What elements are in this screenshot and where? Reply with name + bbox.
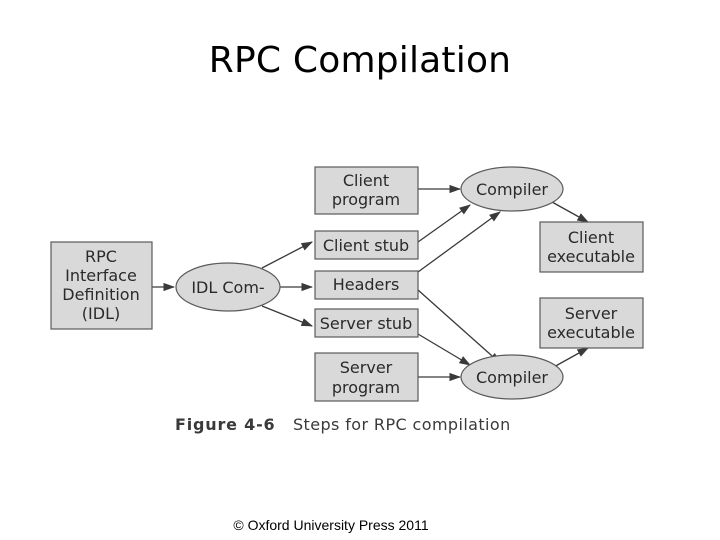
figure-caption: Steps for RPC compilation — [293, 415, 511, 434]
rpc-idl-label-line-2: Interface — [65, 266, 137, 285]
compiler-bottom-label: Compiler — [476, 368, 548, 387]
server-executable-node: Server executable — [539, 297, 644, 349]
server-program-node: Server program — [314, 352, 419, 402]
slide-title: RPC Compilation — [208, 40, 512, 81]
compiler-bottom-node: Compiler — [460, 354, 564, 400]
rpc-idl-label-line-3: Definition — [62, 285, 139, 304]
client-executable-node: Client executable — [539, 221, 644, 273]
arrow-idl-compiler-to-client-stub — [261, 241, 314, 269]
arrow-client-stub-to-compiler — [417, 204, 471, 243]
rpc-idl-node: RPC Interface Definition (IDL) — [50, 241, 153, 330]
client-stub-node: Client stub — [314, 230, 419, 260]
server-executable-label-line-2: executable — [547, 323, 635, 342]
rpc-idl-label-line-1: RPC — [85, 247, 117, 266]
arrows — [152, 184, 590, 382]
copyright-notice: © Oxford University Press 2011 — [233, 517, 429, 533]
compiler-top-node: Compiler — [460, 166, 564, 212]
arrow-idl-compiler-to-server-stub — [261, 305, 314, 327]
arrow-compiler-to-server-executable — [551, 347, 590, 369]
client-executable-label-line-1: Client — [568, 228, 614, 247]
idl-compiler-label: IDL Com- — [191, 278, 264, 297]
client-program-label-line-1: Client — [343, 171, 389, 190]
server-stub-node: Server stub — [314, 308, 419, 338]
idl-compiler-node: IDL Com- — [175, 262, 281, 312]
client-executable-label-line-2: executable — [547, 247, 635, 266]
client-stub-label: Client stub — [323, 236, 409, 255]
headers-label: Headers — [333, 275, 400, 294]
arrow-server-stub-to-compiler — [417, 333, 472, 366]
compiler-top-label: Compiler — [476, 180, 548, 199]
headers-node: Headers — [314, 270, 419, 300]
arrow-headers-to-compiler-bottom — [417, 289, 501, 364]
client-program-label-line-2: program — [332, 190, 400, 209]
server-program-label-line-2: program — [332, 378, 400, 397]
arrow-compiler-to-client-executable — [551, 201, 590, 223]
figure-number: Figure 4-6 — [175, 415, 275, 434]
client-program-node: Client program — [314, 166, 419, 215]
arrow-headers-to-compiler-top — [417, 211, 501, 273]
server-stub-label: Server stub — [320, 314, 412, 333]
rpc-idl-label-line-4: (IDL) — [82, 304, 120, 323]
server-program-label-line-1: Server — [340, 358, 393, 377]
server-executable-label-line-1: Server — [565, 304, 618, 323]
